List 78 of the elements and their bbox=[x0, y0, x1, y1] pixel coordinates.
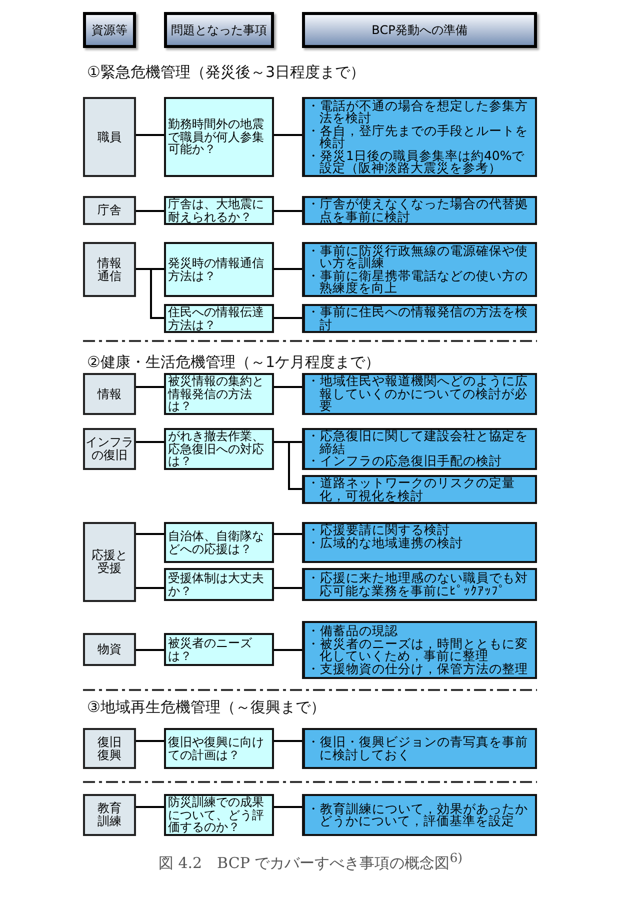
connector-line bbox=[136, 441, 164, 443]
question-box: 被災者のニーズは？ bbox=[164, 633, 274, 666]
connector-line bbox=[136, 587, 164, 589]
category-box: 情報 bbox=[83, 373, 136, 415]
connector-line bbox=[136, 134, 164, 136]
category-box: インフラの復旧 bbox=[83, 428, 136, 470]
category-box: 職員 bbox=[83, 97, 136, 177]
action-box bbox=[302, 794, 537, 836]
question-box: 勤務時間外の地震で職員が何人参集可能か？ bbox=[164, 97, 274, 177]
connector-line bbox=[274, 134, 302, 136]
column-header: 問題となった事項 bbox=[164, 12, 274, 48]
connector-line bbox=[136, 740, 164, 742]
category-box: 庁舎 bbox=[83, 196, 136, 225]
bullet-item: ・各自，登庁先までの手段とルートを検討 bbox=[307, 124, 529, 150]
column-header: 資源等 bbox=[83, 12, 136, 48]
category-box: 復旧復興 bbox=[83, 728, 136, 769]
connector-line bbox=[136, 806, 164, 808]
connector-line bbox=[136, 649, 164, 651]
connector-line bbox=[136, 386, 164, 388]
question-box: 自治体、自衛隊などへの応援は？ bbox=[164, 522, 274, 563]
figure-caption: 図 4.2 BCP でカバーすべき事項の概念図$^{6)}$ bbox=[158, 854, 463, 872]
bullet-item: ・応援要請に関する検討 bbox=[307, 524, 450, 536]
connector-line bbox=[136, 210, 164, 212]
question-box: がれき撤去作業、応急復旧への対応は？ bbox=[164, 428, 274, 470]
bullet-item: ・復旧・復興ビジョンの青写真を事前に検討しておく bbox=[307, 736, 529, 761]
bullet-item: ・インフラの応急復旧手配の検討 bbox=[307, 455, 503, 468]
bullet-item: ・応援に来た地理感のない職員でも対応可能な業務を事前にﾋﾟｯｸｱｯﾌﾟ bbox=[307, 572, 529, 597]
bullet-item: ・道路ネットワークのリスクの定量化，可視化を検討 bbox=[307, 477, 516, 502]
connector-line bbox=[136, 268, 164, 319]
connector-line bbox=[274, 533, 302, 535]
action-box bbox=[302, 621, 537, 679]
connector-line bbox=[274, 649, 302, 651]
bullet-item: ・事前に防災行政無線の電源確保や使い方を訓練 bbox=[307, 244, 529, 270]
action-box bbox=[302, 728, 537, 769]
question-box: 被災情報の集約と情報発信の方法は？ bbox=[164, 373, 274, 415]
question-box: 庁舎は、大地震に耐えられるか？ bbox=[164, 196, 274, 225]
category-box: 物資 bbox=[83, 633, 136, 666]
bullet-item: ・支援物資の仕分け，保管方法の整理 bbox=[307, 662, 529, 675]
bullet-item: ・応急復旧に関して建設会社と協定を締結 bbox=[307, 430, 529, 456]
question-box: 住民への情報伝達方法は？ bbox=[164, 304, 274, 333]
section-heading: ②健康・生活危機管理（～1ケ月程度まで） bbox=[87, 353, 380, 371]
section-heading: ①緊急危機管理（発災後～3日程度まで） bbox=[87, 63, 365, 81]
connector-line bbox=[274, 317, 302, 319]
question-box: 受援体制は大丈夫か？ bbox=[164, 568, 274, 601]
action-box bbox=[302, 475, 537, 504]
bullet-item: ・電話が不通の場合を想定した参集方法を検討 bbox=[307, 100, 529, 124]
action-box bbox=[302, 196, 537, 225]
connector-line bbox=[274, 587, 302, 589]
question-box: 復旧や復興に向けての計画は？ bbox=[164, 728, 274, 769]
bullet-item: ・被災者のニーズは，時間とともに変化していくため，事前に整理 bbox=[307, 638, 529, 662]
connector-line bbox=[274, 210, 302, 212]
connector-line bbox=[274, 441, 302, 490]
action-box bbox=[302, 522, 537, 563]
section-heading: ③地域再生危機管理（～復興まで） bbox=[87, 698, 326, 716]
category-box: 情報通信 bbox=[83, 242, 136, 297]
connector-line bbox=[274, 386, 302, 388]
column-header: BCP発動への準備 bbox=[302, 12, 537, 48]
category-box: 応援と受援 bbox=[83, 522, 136, 602]
bullet-item: ・教育訓練について，効果があったかどうかについて，評価基準を設定 bbox=[307, 802, 529, 828]
bullet-item: ・事前に住民への情報発信の方法を検討 bbox=[307, 306, 529, 331]
connector-line bbox=[274, 268, 302, 270]
action-box bbox=[302, 97, 537, 177]
connector-line bbox=[136, 533, 164, 535]
action-box bbox=[302, 568, 537, 601]
question-box: 防災訓練での成果について、どう評価するのか？ bbox=[164, 794, 274, 836]
connector-line bbox=[274, 806, 302, 808]
bullet-item: ・備蓄品の現認 bbox=[307, 625, 399, 638]
bullet-item: ・事前に衛星携帯電話などの使い方の熟練度を向上 bbox=[307, 270, 529, 294]
bullet-item: ・広域的な地域連携の検討 bbox=[307, 536, 464, 549]
action-box bbox=[302, 304, 537, 333]
question-box: 発災時の情報通信方法は？ bbox=[164, 242, 274, 297]
bullet-item: ・庁舎が使えなくなった場合の代替拠点を事前に検討 bbox=[307, 198, 529, 223]
connector-line bbox=[274, 740, 302, 742]
category-box: 教育訓練 bbox=[83, 794, 136, 836]
action-box bbox=[302, 242, 537, 297]
action-box bbox=[302, 428, 537, 470]
bullet-item: ・地域住民や報道機関へどのように広報していくのかについての検討が必要 bbox=[307, 375, 529, 413]
bullet-item: ・発災1日後の職員参集率は約40%で設定（阪神淡路大震災を参考） bbox=[307, 150, 526, 174]
